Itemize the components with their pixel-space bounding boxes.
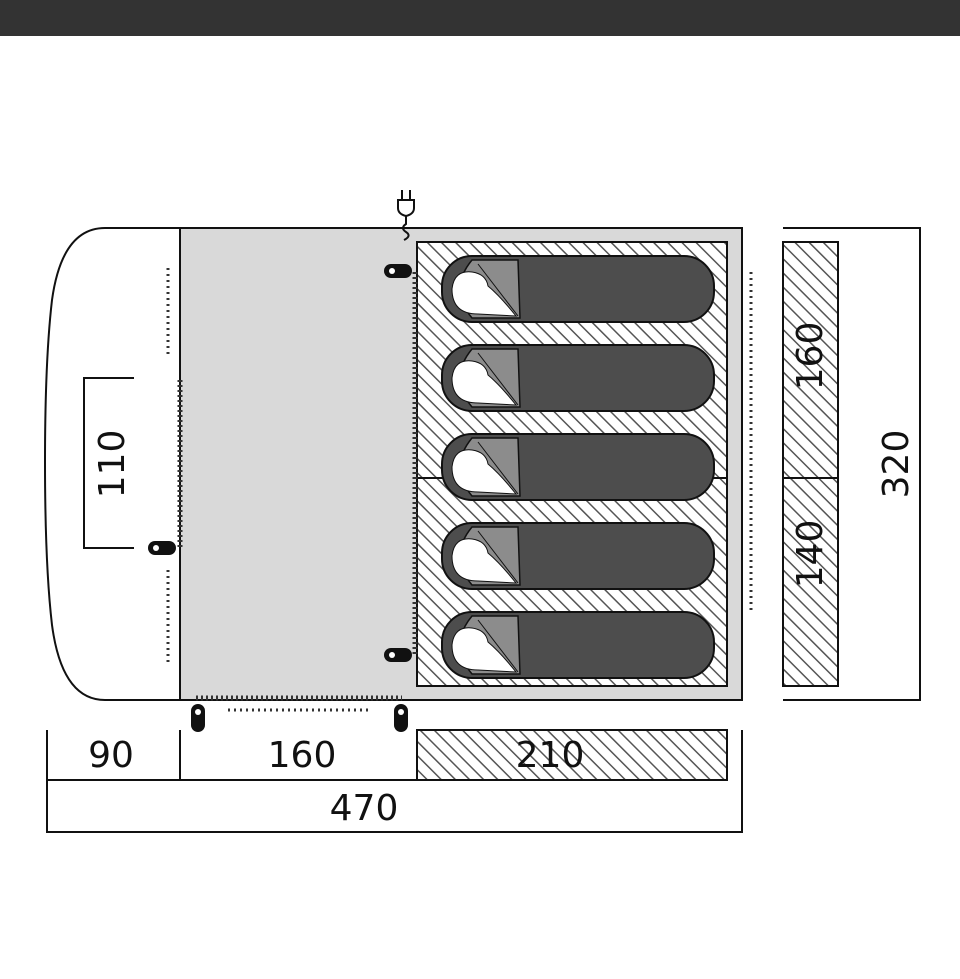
- dim-bedroom-length: 210: [516, 735, 585, 776]
- dim-total-length-box: [46, 730, 743, 833]
- dim-bedroom-width-bottom-block: [782, 477, 839, 687]
- dim-porch-length: 90: [88, 735, 134, 776]
- dim-porch-depth: 110: [92, 430, 133, 499]
- dim-bedroom-width-top: 160: [790, 322, 831, 391]
- sleeping-bag-2: [441, 344, 715, 412]
- power-plug-icon: [397, 190, 415, 241]
- porch-depth-bracket: [83, 377, 134, 549]
- dim-total-length: 470: [330, 788, 399, 829]
- door-toggle-icon: [384, 648, 412, 662]
- sleeping-bag-4: [441, 522, 715, 590]
- door-toggle-icon: [191, 704, 205, 732]
- sleeping-bags: [441, 255, 715, 679]
- dim-total-width-bracket: [783, 227, 921, 701]
- door-toggle-icon: [384, 264, 412, 278]
- sleeping-bag-1: [441, 255, 715, 323]
- dim-total-width: 320: [876, 430, 917, 499]
- top-bar: [0, 0, 960, 36]
- sleeping-bag-5: [441, 611, 715, 679]
- sleeping-bag-3: [441, 433, 715, 501]
- dim-living-length: 160: [268, 735, 337, 776]
- door-toggle-icon: [148, 541, 176, 555]
- dim-bedroom-length-block: [416, 729, 728, 781]
- dim-bedroom-width-bottom: 140: [790, 520, 831, 589]
- porch-outline: [43, 227, 180, 701]
- dim-porch-length-box: [46, 730, 181, 781]
- door-toggle-icon: [394, 704, 408, 732]
